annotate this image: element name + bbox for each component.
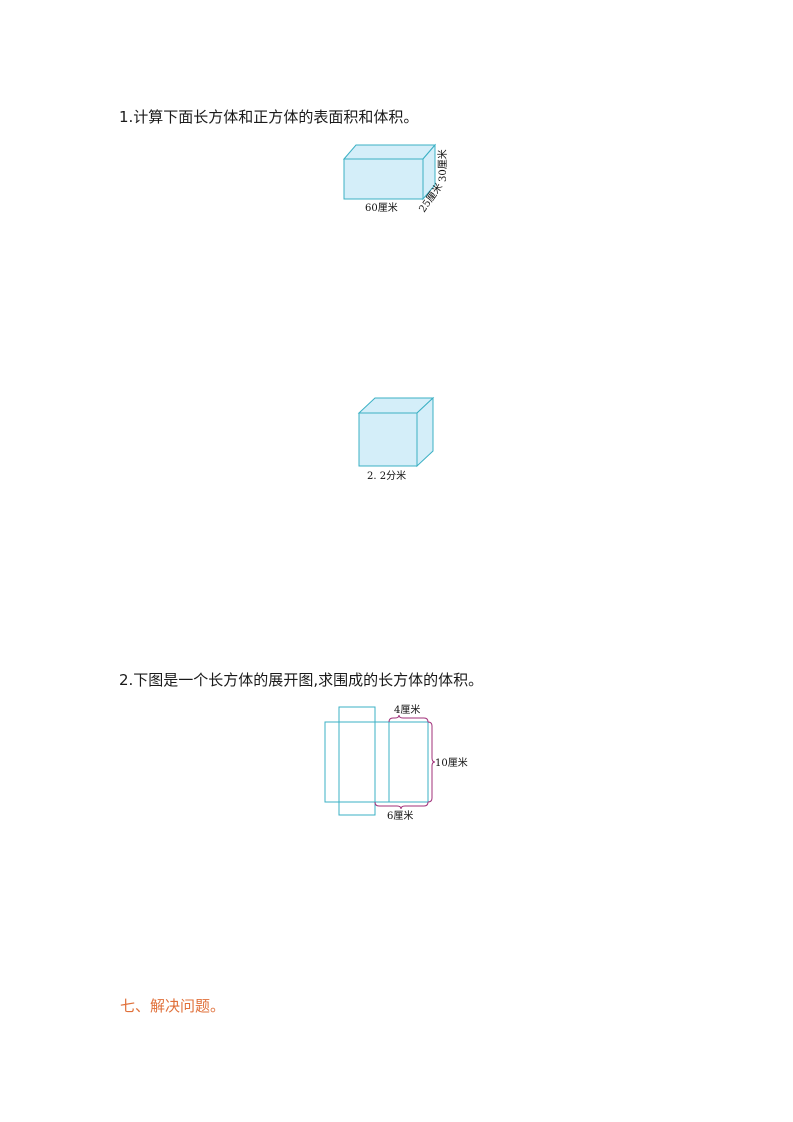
- net-top-label: 4厘米: [394, 703, 420, 716]
- bottom-brace: [374, 801, 429, 810]
- net-outer-rect: [324, 721, 429, 803]
- cuboid-height-label: 30厘米: [436, 149, 449, 182]
- question-2-title: 2.下图是一个长方体的展开图,求围成的长方体的体积。: [119, 671, 484, 689]
- net-right-label: 10厘米: [435, 756, 468, 769]
- cuboid-length-label: 60厘米: [365, 201, 398, 214]
- cuboid-front-face: [343, 158, 424, 200]
- top-brace: [388, 714, 429, 723]
- question-1-title: 1.计算下面长方体和正方体的表面积和体积。: [119, 108, 419, 126]
- net-vertical-strip: [338, 706, 376, 816]
- right-brace: [427, 721, 436, 803]
- section-title: 七、解决问题。: [120, 997, 226, 1015]
- net-bottom-label: 6厘米: [387, 809, 413, 822]
- cube-front-face: [358, 412, 418, 467]
- cube-edge-label: 2. 2分米: [367, 469, 406, 482]
